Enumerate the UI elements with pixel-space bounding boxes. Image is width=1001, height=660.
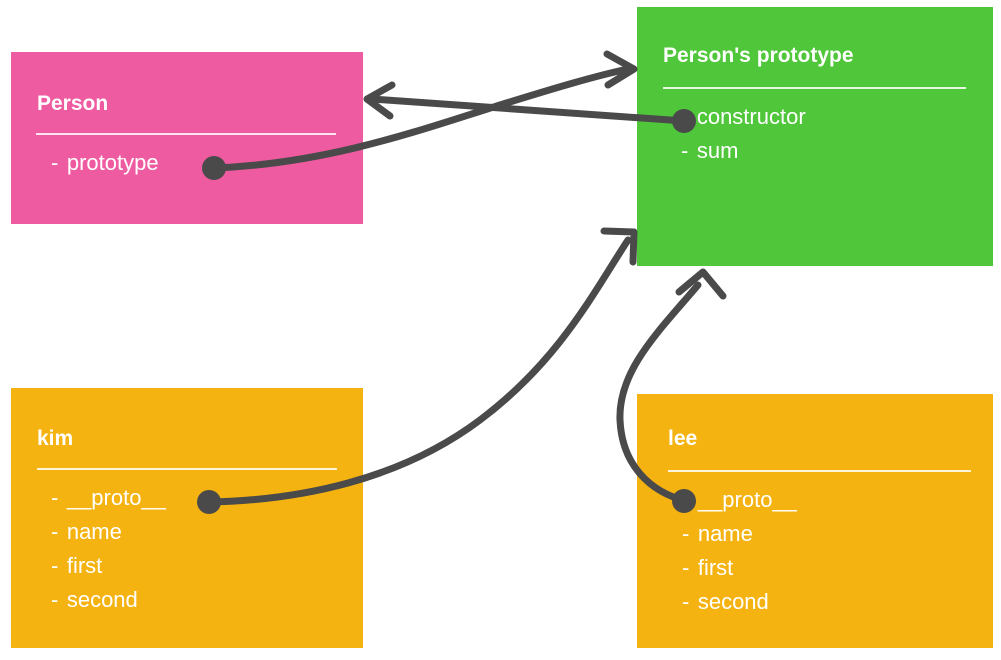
member-label: constructor — [696, 104, 806, 129]
member-first[interactable]: -first — [682, 551, 797, 585]
member-label: sum — [696, 138, 739, 164]
member-sum[interactable]: -sum — [681, 134, 806, 168]
member-dash: - — [51, 553, 59, 579]
node-person-members: -prototype — [51, 146, 159, 180]
member-label: second — [697, 589, 769, 615]
node-persons-prototype-divider — [663, 87, 966, 89]
member-first[interactable]: -first — [51, 549, 166, 583]
member-second[interactable]: -second — [682, 585, 797, 619]
member-proto[interactable]: -__proto__ — [682, 483, 797, 517]
member-dash: - — [681, 138, 689, 164]
member-label: __proto__ — [66, 485, 166, 510]
member-label: first — [66, 553, 103, 579]
member-proto[interactable]: -__proto__ — [51, 481, 166, 515]
node-lee[interactable]: lee -__proto__ -name -first -second — [637, 394, 993, 648]
member-name[interactable]: -name — [51, 515, 166, 549]
member-label: prototype — [66, 150, 159, 175]
member-dash: - — [51, 587, 59, 613]
member-dash: - — [51, 150, 59, 175]
node-kim-members: -__proto__ -name -first -second — [51, 481, 166, 617]
member-prototype[interactable]: -prototype — [51, 146, 159, 180]
member-dash: - — [51, 485, 59, 510]
node-persons-prototype[interactable]: Person's prototype -constructor -sum — [637, 7, 993, 266]
member-label: name — [697, 521, 753, 547]
node-person-title: Person — [37, 92, 109, 115]
node-lee-members: -__proto__ -name -first -second — [682, 483, 797, 619]
node-lee-title: lee — [668, 427, 698, 450]
node-persons-prototype-members: -constructor -sum — [681, 100, 806, 168]
member-label: __proto__ — [697, 487, 797, 512]
node-kim-title: kim — [37, 427, 74, 450]
node-person-divider — [36, 133, 336, 135]
member-label: first — [697, 555, 734, 581]
member-dash: - — [682, 589, 690, 615]
member-dash: - — [682, 555, 690, 581]
node-kim-divider — [37, 468, 337, 470]
node-person[interactable]: Person -prototype — [11, 52, 363, 224]
member-label: second — [66, 587, 138, 613]
member-dash: - — [51, 519, 59, 545]
member-dash: - — [682, 521, 690, 547]
node-lee-divider — [668, 470, 971, 472]
member-name[interactable]: -name — [682, 517, 797, 551]
node-persons-prototype-title: Person's prototype — [663, 44, 854, 67]
member-label: name — [66, 519, 122, 545]
member-second[interactable]: -second — [51, 583, 166, 617]
member-constructor[interactable]: -constructor — [681, 100, 806, 134]
node-kim[interactable]: kim -__proto__ -name -first -second — [11, 388, 363, 648]
